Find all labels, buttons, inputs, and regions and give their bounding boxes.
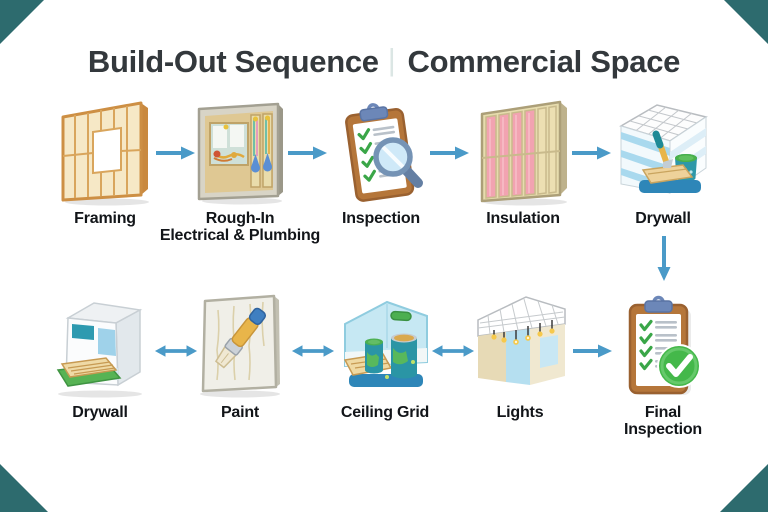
step-label: Framing: [74, 210, 136, 227]
arrow-right-icon: [430, 145, 470, 166]
flow-step-rough-in: Rough-In Electrical & Plumbing: [140, 96, 340, 244]
framing-icon: [35, 96, 175, 206]
corner-accent-bottom-left: [0, 464, 48, 512]
flow-step-paint: Paint: [170, 290, 310, 421]
insulation-icon: [453, 96, 593, 206]
drywall-sheets-icon: [30, 290, 170, 400]
flow-step-insulation: Insulation: [453, 96, 593, 227]
title-part-1: Build-Out Sequence: [87, 44, 379, 79]
lights-icon: [450, 290, 590, 400]
flow-step-drywall-bottom: Drywall: [30, 290, 170, 421]
step-label: Insulation: [486, 210, 560, 227]
step-label: Drywall: [635, 210, 691, 227]
title-separator: |: [387, 42, 396, 77]
flow-step-final-inspection: Final Inspection: [593, 290, 733, 438]
corner-accent-bottom-right: [720, 464, 768, 512]
arrow-right-icon: [572, 145, 612, 166]
corner-accent-top-left: [0, 0, 44, 44]
flow-step-drywall-top: Drywall: [593, 96, 733, 227]
step-label: Paint: [220, 404, 260, 421]
flow-step-framing: Framing: [35, 96, 175, 227]
step-label: Lights: [496, 404, 544, 421]
arrow-double-icon: [291, 343, 335, 364]
arrow-down-icon: [656, 236, 672, 287]
arrow-double-icon: [154, 343, 198, 364]
step-label: Ceiling Grid: [340, 404, 430, 421]
arrow-right-icon: [573, 343, 613, 364]
arrow-double-icon: [431, 343, 475, 364]
ceiling-grid-icon: [315, 290, 455, 400]
step-label: Inspection: [341, 210, 420, 227]
paint-icon: [170, 290, 310, 400]
step-label: Drywall: [72, 404, 128, 421]
drywall-room-icon: [593, 96, 733, 206]
step-label: Rough-In Electrical & Plumbing: [159, 210, 321, 244]
title-part-2: Commercial Space: [407, 44, 681, 79]
inspection-icon: [311, 96, 451, 206]
flow-step-lights: Lights: [450, 290, 590, 421]
arrow-right-icon: [288, 145, 328, 166]
page-title: Build-Out Sequence | Commercial Space: [0, 42, 768, 80]
flow-step-ceiling-grid: Ceiling Grid: [315, 290, 455, 421]
final-inspection-icon: [593, 290, 733, 400]
flow-step-inspection: Inspection: [311, 96, 451, 227]
arrow-right-icon: [156, 145, 196, 166]
rough-in-electrical-plumbing-icon: [140, 96, 340, 206]
step-label: Final Inspection: [623, 404, 702, 438]
corner-accent-top-right: [724, 0, 768, 44]
